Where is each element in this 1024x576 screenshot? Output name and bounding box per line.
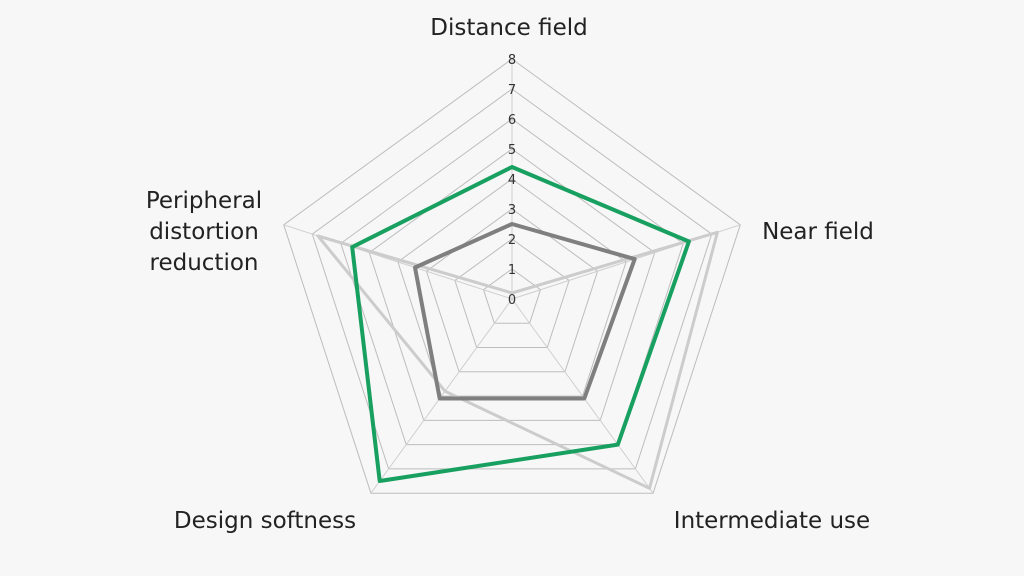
grid-ring [454, 238, 570, 348]
radar-series-group [316, 165, 719, 490]
axis-spoke [370, 298, 513, 494]
axis-label: Intermediate use [674, 508, 870, 534]
grid-ring [368, 148, 656, 421]
r-tick-label: 0 [508, 293, 516, 308]
grid-ring [283, 58, 741, 494]
r-tick-label: 6 [508, 113, 516, 128]
r-tick-label: 3 [508, 203, 516, 218]
grid-ring [340, 118, 684, 446]
grid-ring [311, 88, 713, 470]
axis-spoke [511, 298, 654, 494]
axis-label-line: Design softness [174, 508, 356, 534]
r-tick-label: 2 [508, 233, 516, 248]
axis-label: Peripheral distortion reduction [146, 188, 262, 276]
axis-label-line: Distance field [430, 15, 588, 41]
grid-ring [425, 208, 599, 373]
series-3-line [316, 230, 719, 490]
r-tick-label: 7 [508, 83, 516, 98]
axis-label-line: reduction [150, 250, 259, 276]
axis-label-line: Peripheral [146, 188, 262, 214]
axis-label-line: Near field [762, 219, 874, 245]
r-tick-label: 4 [508, 173, 516, 188]
r-tick-label: 8 [508, 53, 516, 68]
axis-label-line: distortion [149, 219, 259, 245]
axis-label-line: Intermediate use [674, 508, 870, 534]
r-tick-label: 5 [508, 143, 516, 158]
grid-ring [397, 178, 627, 397]
series-2-line [413, 222, 637, 401]
axis-label: Near field [762, 219, 874, 245]
radial-tick-labels: 0 1 2 3 4 5 6 7 8 [508, 53, 516, 308]
r-tick-label: 1 [508, 263, 516, 278]
axis-label: Distance field [430, 15, 588, 41]
axis-label: Design softness [174, 508, 356, 534]
series-1-line [350, 165, 691, 483]
